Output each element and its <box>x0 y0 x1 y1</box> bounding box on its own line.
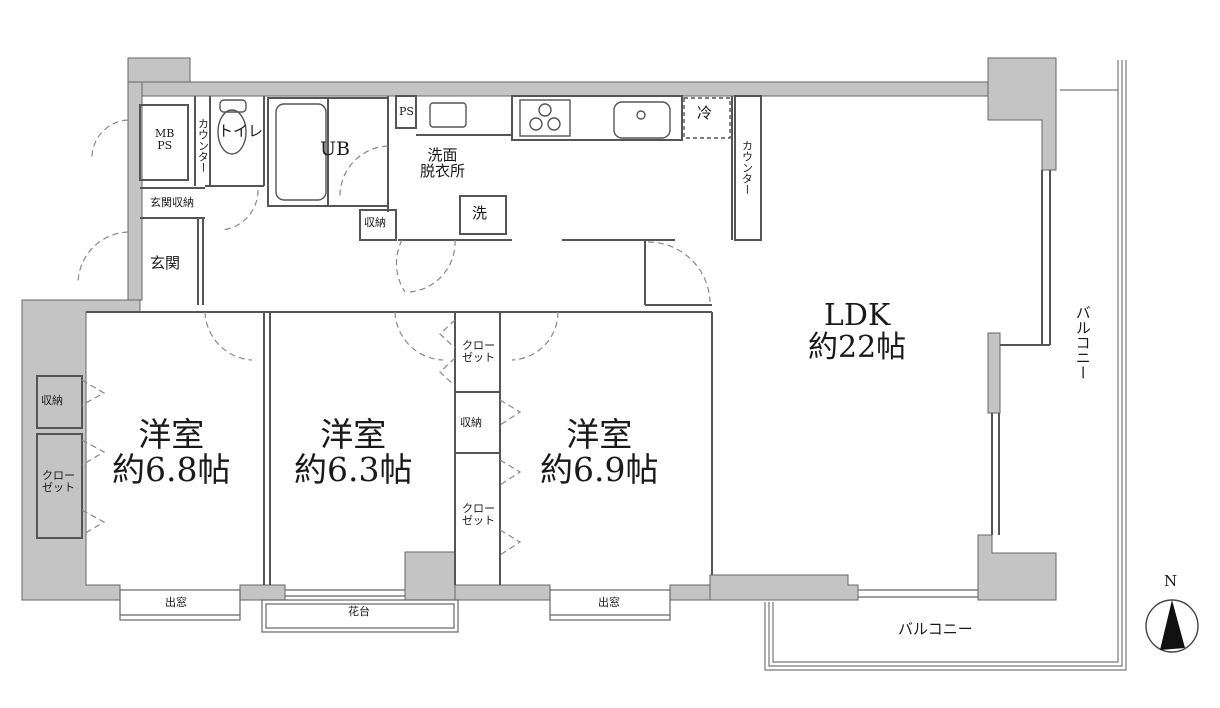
room-name: 洋室 <box>138 415 205 454</box>
hall-storage-label: 収納 <box>364 216 386 229</box>
room-size: 約6.8帖 <box>112 449 231 489</box>
toilet-counter-label: カウンター <box>196 118 210 173</box>
room-size: 約6.3帖 <box>294 449 413 489</box>
bay-window-east-label: 出窓 <box>598 596 620 609</box>
room-name: 洋室 <box>320 415 387 454</box>
genkan-storage-label: 玄関収納 <box>150 196 194 209</box>
genkan-label: 玄関 <box>150 254 181 272</box>
room-bedroom-center: 洋室 約6.3帖 <box>294 415 413 489</box>
center-storage-label: 収納 <box>460 416 482 429</box>
north-arrow-icon <box>1145 599 1199 653</box>
center-lower-closet-label: クロー ゼット <box>462 502 495 527</box>
room-ldk: LDK 約22帖 <box>808 300 906 363</box>
kitchen-counter-label: カウンター <box>740 140 754 195</box>
room-size: 約22帖 <box>808 329 907 365</box>
north-label: N <box>1164 572 1178 590</box>
south-windows <box>119 589 978 633</box>
bay-window-west-label: 出窓 <box>165 596 187 609</box>
washroom-label: 洗面 脱衣所 <box>420 146 466 180</box>
ps-label: PS <box>399 105 414 118</box>
west-storage-label: 収納 <box>41 394 63 407</box>
washer-label: 洗 <box>472 204 488 222</box>
fridge-label: 冷 <box>697 104 713 122</box>
toilet-label: トイレ <box>218 122 264 140</box>
balcony-east-label: バルコニー <box>1073 305 1092 380</box>
room-size: 約6.9帖 <box>540 449 659 489</box>
mb-ps-label: MB PS <box>155 127 175 152</box>
room-name: LDK <box>823 298 891 333</box>
room-bedroom-east: 洋室 約6.9帖 <box>540 415 659 489</box>
fixtures <box>217 97 731 201</box>
room-name: 洋室 <box>566 415 633 454</box>
balcony-railing <box>764 60 1127 671</box>
flower-box-label: 花台 <box>348 605 370 618</box>
door-swings <box>77 119 711 556</box>
room-bedroom-west: 洋室 約6.8帖 <box>112 415 231 489</box>
center-closet-label: クロー ゼット <box>462 339 495 364</box>
balcony-south-label: バルコニー <box>898 620 973 638</box>
unit-bath-label: UB <box>320 138 350 160</box>
interior-walls <box>36 95 1051 585</box>
west-closet-label: クロー ゼット <box>42 469 75 494</box>
